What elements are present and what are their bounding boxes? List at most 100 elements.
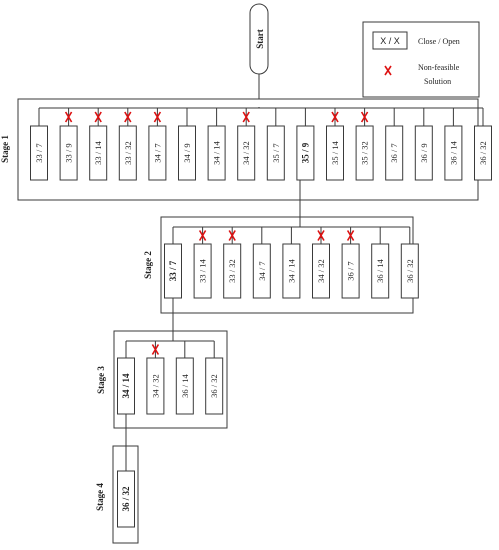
node-34-9: 34 / 9 (178, 108, 196, 181)
node-box (266, 125, 285, 181)
node-label: 36 / 14 (180, 373, 190, 397)
stage-3: Stage 3 34 / 14 34 / 32 36 / 14 36 / 32 (96, 298, 228, 429)
node-box (117, 470, 135, 528)
node-33-9: 33 / 9 (59, 108, 78, 181)
infeasible-x-icon (151, 344, 160, 355)
node-label: 36 / 7 (346, 261, 356, 280)
legend-infeasible-text-1: Non-feasible (418, 63, 460, 72)
node-33-7: 33 / 7 (30, 108, 48, 181)
stage-2: Stage 2 33 / 7 33 / 14 33 / 32 34 / 7 34 / 14… (143, 180, 419, 314)
node-36-7: 36 / 7 (341, 227, 360, 299)
stage-label: Stage 2 (143, 251, 153, 279)
start-label: Start (255, 29, 265, 49)
stages-layer: Stage 1 33 / 7 33 / 9 33 / 14 33 / 32 34 / 7 3… (0, 98, 492, 544)
node-label: 35 / 32 (360, 141, 370, 165)
node-label: 36 / 9 (419, 143, 429, 162)
node-box (414, 125, 433, 181)
infeasible-x-icon (228, 230, 236, 241)
node-box (118, 125, 137, 181)
node-box (385, 125, 404, 181)
infeasible-x-icon (346, 230, 355, 241)
stage-4: Stage 4 36 / 32 (95, 414, 139, 544)
node-34-32: 34 / 32 (312, 227, 330, 299)
node-36-9: 36 / 9 (414, 108, 433, 181)
node-label: 35 / 7 (271, 143, 281, 162)
node-label: 34 / 14 (212, 140, 222, 164)
node-36-14: 36 / 14 (444, 108, 463, 181)
node-34-7: 34 / 7 (252, 227, 271, 299)
node-label: 36 / 7 (389, 143, 399, 162)
node-36-14: 36 / 14 (371, 227, 390, 299)
stage-label: Stage 4 (95, 483, 105, 511)
stage-1: Stage 1 33 / 7 33 / 9 33 / 14 33 / 32 34 / 7 3… (0, 98, 492, 201)
node-box (175, 357, 194, 415)
legend-symbol-text: Close / Open (418, 37, 460, 46)
legend-infeasible-icon (384, 65, 392, 76)
infeasible-x-icon (198, 230, 207, 241)
node-36-32: 36 / 32 (205, 341, 224, 415)
node-label: 35 / 9 (300, 142, 310, 163)
node-label: 33 / 7 (168, 260, 178, 281)
node-label: 34 / 32 (150, 374, 160, 398)
node-box (148, 125, 167, 181)
node-box (444, 125, 463, 181)
node-box (207, 125, 226, 181)
node-box (282, 243, 301, 299)
node-box (223, 243, 242, 299)
infeasible-x-icon (64, 111, 73, 123)
node-35-9: 35 / 9 (296, 108, 315, 181)
node-label: 33 / 32 (123, 141, 133, 165)
node-34-32: 34 / 32 (146, 341, 165, 415)
node-box (341, 243, 360, 299)
node-34-7: 34 / 7 (148, 108, 167, 181)
legend: X / X Close / Open Non-feasible Solution (362, 21, 480, 98)
node-33-32: 33 / 32 (118, 108, 137, 181)
node-box (312, 243, 330, 299)
node-label: 36 / 32 (209, 374, 219, 398)
infeasible-x-icon (242, 111, 250, 123)
stage-label: Stage 3 (96, 366, 106, 394)
node-34-14: 34 / 14 (207, 108, 226, 181)
node-label: 34 / 32 (241, 141, 251, 165)
node-box (252, 243, 271, 299)
node-label: 36 / 14 (375, 258, 385, 282)
node-36-32: 36 / 32 (117, 455, 135, 528)
node-box (205, 357, 224, 415)
node-box (178, 125, 196, 181)
infeasible-x-icon (124, 111, 132, 123)
node-label: 34 / 32 (316, 259, 326, 283)
node-label: 36 / 32 (121, 486, 131, 512)
node-box (400, 243, 419, 299)
node-36-7: 36 / 7 (385, 108, 404, 181)
infeasible-x-icon (331, 111, 339, 123)
node-box (89, 125, 108, 181)
node-35-32: 35 / 32 (355, 108, 374, 181)
node-label: 33 / 7 (34, 143, 44, 162)
node-36-14: 36 / 14 (175, 341, 194, 415)
node-box (146, 357, 165, 415)
node-label: 36 / 32 (405, 259, 415, 283)
node-label: 34 / 14 (121, 373, 131, 399)
node-box (296, 125, 315, 181)
node-box (474, 125, 492, 181)
node-box (326, 125, 344, 181)
node-label: 33 / 32 (227, 259, 237, 283)
node-label: 34 / 7 (257, 261, 267, 280)
node-label: 36 / 32 (478, 141, 488, 165)
node-box (59, 125, 78, 181)
infeasible-x-icon (317, 230, 325, 241)
node-35-7: 35 / 7 (266, 108, 285, 181)
node-33-32: 33 / 32 (223, 227, 242, 299)
legend-symbol-box (372, 31, 408, 50)
start-node: Start (249, 3, 269, 75)
stage-label: Stage 1 (0, 135, 10, 163)
infeasible-x-icon (360, 111, 369, 123)
node-label: 33 / 9 (64, 143, 74, 162)
node-34-32: 34 / 32 (237, 108, 256, 181)
node-box (355, 125, 374, 181)
node-label: 33 / 14 (93, 140, 103, 164)
node-label: 34 / 14 (286, 258, 296, 282)
node-label: 33 / 14 (198, 258, 208, 282)
node-34-14: 34 / 14 (282, 227, 301, 299)
